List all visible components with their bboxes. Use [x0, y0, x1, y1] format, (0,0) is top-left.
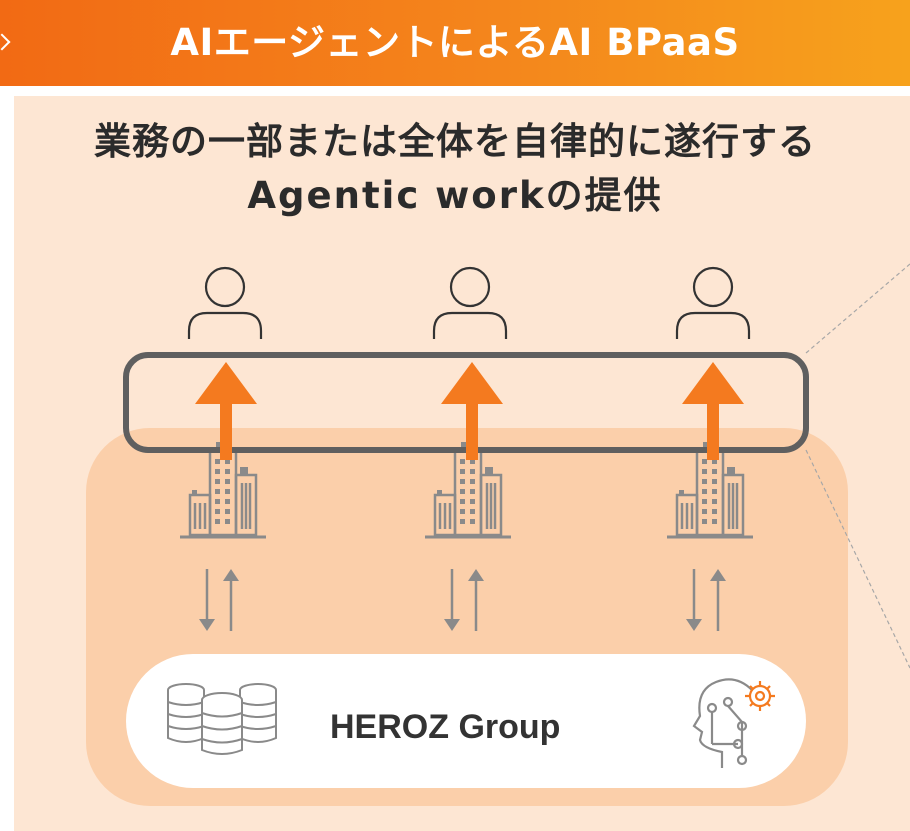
- connector-line-top: [805, 263, 910, 354]
- connector-line-bottom: [805, 449, 910, 669]
- headline: 業務の一部または全体を自律的に遂行する Agentic workの提供: [0, 118, 910, 220]
- banner-title: AIエージェントによるAI BPaaS: [170, 21, 740, 64]
- ai-brain-gear-icon: [692, 678, 775, 768]
- headline-line-1: 業務の一部または全体を自律的に遂行する: [94, 120, 816, 163]
- database-stack-icon: [167, 683, 277, 755]
- headline-line-2: Agentic workの提供: [247, 174, 663, 217]
- user-icon: [675, 266, 751, 341]
- user-icon: [187, 266, 263, 341]
- heroz-group-hub: [126, 654, 806, 788]
- hub-label: HEROZ Group: [330, 708, 561, 746]
- header-banner: AIエージェントによるAI BPaaS: [0, 0, 910, 86]
- user-icon: [432, 266, 508, 341]
